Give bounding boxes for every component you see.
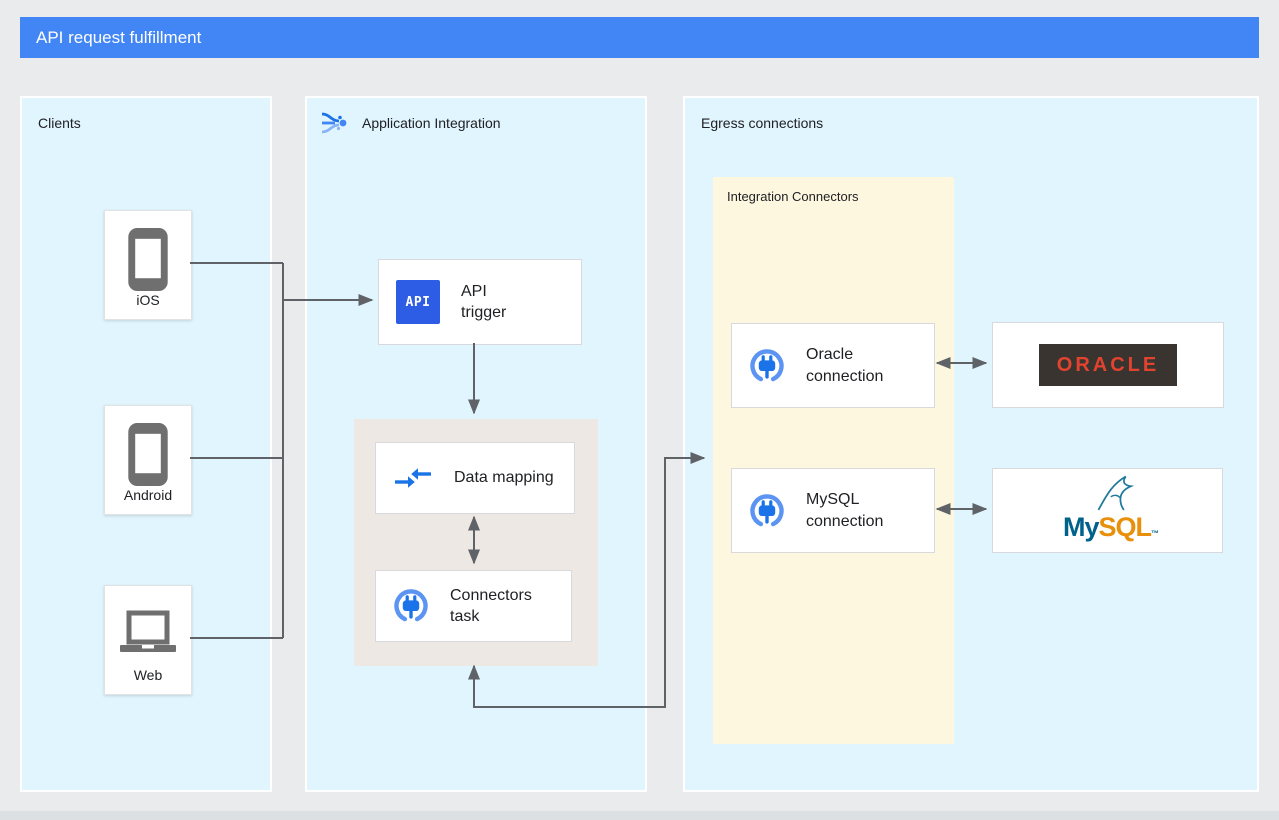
api-trigger-label: API trigger (461, 282, 507, 321)
connectors-plug-icon (394, 589, 428, 622)
integration-connectors-container: Integration Connectors Oracle connection… (713, 177, 954, 744)
smartphone-icon (128, 422, 168, 487)
client-ios: iOS (104, 210, 192, 320)
api-icon: API (396, 280, 440, 324)
smartphone-icon (128, 227, 168, 292)
client-label: Android (123, 487, 173, 503)
mysql-logo: MySQL™ (993, 469, 1222, 552)
mysql-connection-label: MySQL connection (806, 491, 884, 530)
oracle-database-box: ORACLE (992, 322, 1224, 408)
mysql-connection-node: MySQL connection (731, 468, 935, 553)
integration-tasks-container: Data mapping Connectors task (354, 419, 598, 666)
oracle-connection-node: Oracle connection (731, 323, 935, 408)
connectors-plug-icon (750, 493, 784, 526)
mysql-database-box: MySQL™ (992, 468, 1223, 553)
application-integration-icon (321, 112, 347, 134)
client-web: Web (104, 585, 192, 695)
connectors-task-node: Connectors task (375, 570, 572, 642)
client-android: Android (104, 405, 192, 515)
connectors-task-label: Connectors task (450, 586, 532, 625)
data-mapping-label: Data mapping (454, 469, 554, 487)
client-label: Web (133, 667, 163, 683)
application-integration-header: Application Integration (321, 108, 501, 138)
mysql-wordmark-sql: SQL (1098, 512, 1153, 542)
egress-connections-panel: Egress connections Integration Connector… (683, 96, 1259, 792)
data-mapping-icon (395, 468, 431, 488)
diagram-title: API request fulfillment (36, 27, 202, 47)
mysql-dolphin-icon (1097, 475, 1135, 511)
data-mapping-node: Data mapping (375, 442, 575, 514)
client-label: iOS (136, 292, 160, 308)
mysql-wordmark: MySQL™ (1063, 514, 1159, 541)
integration-connectors-title: Integration Connectors (727, 189, 859, 204)
oracle-wordmark: ORACLE (1056, 353, 1160, 376)
bottom-edge-strip (0, 811, 1279, 820)
oracle-connection-label: Oracle connection (806, 346, 884, 385)
application-integration-panel: Application Integration API API trigger … (305, 96, 647, 792)
clients-panel-title: Clients (38, 115, 81, 131)
laptop-icon (120, 610, 176, 652)
mysql-wordmark-my: My (1063, 512, 1100, 542)
oracle-logo: ORACLE (1039, 344, 1177, 386)
mysql-trademark: ™ (1151, 529, 1160, 538)
title-banner: API request fulfillment (20, 17, 1259, 58)
application-integration-title: Application Integration (362, 115, 501, 131)
egress-panel-title: Egress connections (701, 115, 824, 131)
clients-panel: Clients iOS Android Web (20, 96, 272, 792)
api-trigger-node: API API trigger (378, 259, 582, 345)
connectors-plug-icon (750, 348, 784, 381)
